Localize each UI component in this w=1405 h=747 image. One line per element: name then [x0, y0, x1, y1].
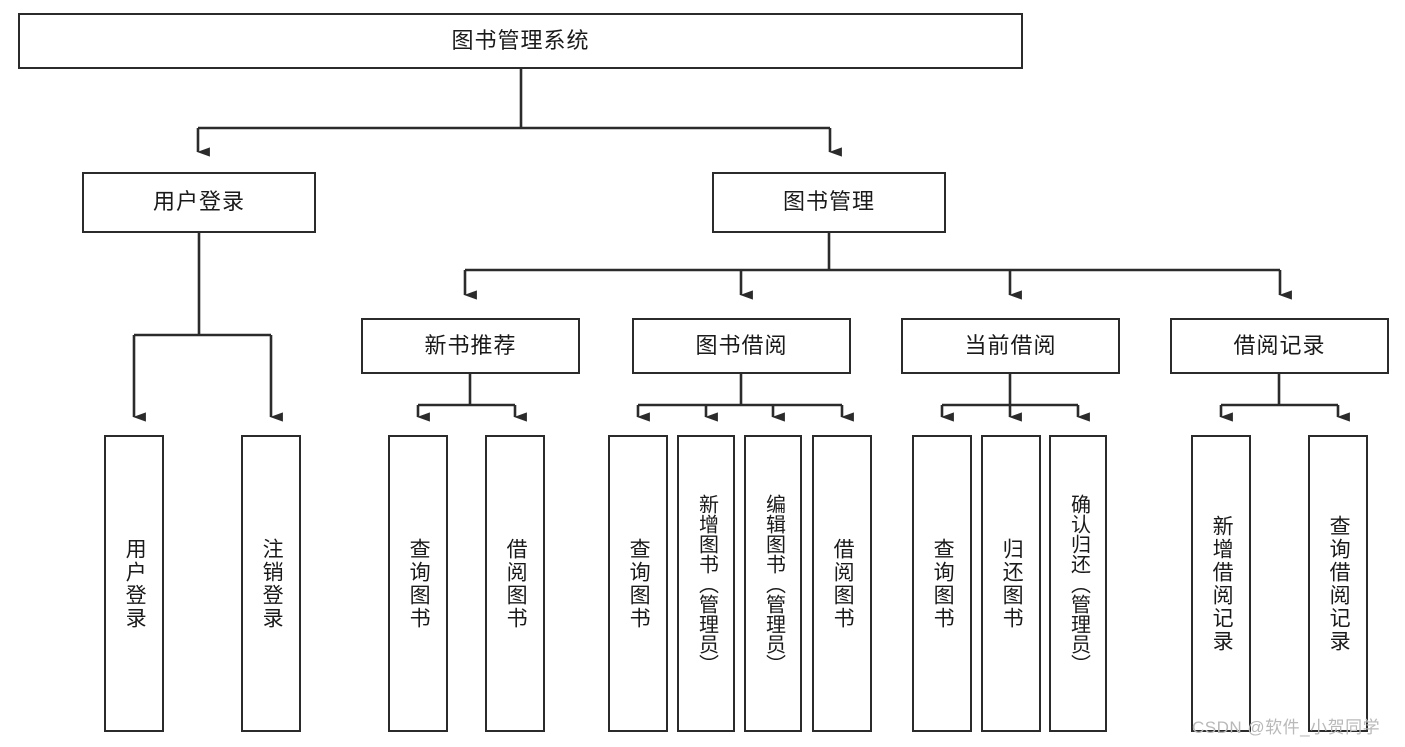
node-label: 注销登录: [260, 537, 284, 630]
node-label: 借阅图书: [504, 537, 528, 630]
node-label: 查询图书: [931, 537, 955, 630]
node-leaf-edit-book-admin[interactable]: 编辑图书（管理员）: [744, 435, 802, 732]
node-leaf-user-logout[interactable]: 注销登录: [241, 435, 301, 732]
node-leaf-add-borrow-record[interactable]: 新增借阅记录: [1191, 435, 1251, 732]
node-leaf-query-borrow-record[interactable]: 查询借阅记录: [1308, 435, 1368, 732]
node-label: 当前借阅: [964, 332, 1057, 358]
node-label: 图书管理: [782, 189, 875, 215]
node-label: 借阅记录: [1233, 332, 1326, 358]
node-borrow-record[interactable]: 借阅记录: [1170, 318, 1389, 374]
node-label: 查询图书: [407, 537, 431, 630]
node-leaf-add-book-admin[interactable]: 新增图书（管理员）: [677, 435, 735, 732]
node-label: 确认归还（管理员）: [1067, 493, 1090, 674]
node-new-book-recommend[interactable]: 新书推荐: [361, 318, 580, 374]
node-leaf-user-login[interactable]: 用户登录: [104, 435, 164, 732]
node-book-management[interactable]: 图书管理: [712, 172, 946, 233]
node-label: 归还图书: [1000, 537, 1024, 630]
node-user-login[interactable]: 用户登录: [82, 172, 316, 233]
node-label: 新增图书（管理员）: [695, 493, 718, 674]
node-label: 图书管理系统: [451, 27, 590, 53]
node-leaf-confirm-return-admin[interactable]: 确认归还（管理员）: [1049, 435, 1107, 732]
node-label: 新增借阅记录: [1210, 514, 1234, 653]
node-label: 借阅图书: [831, 537, 855, 630]
node-book-borrow[interactable]: 图书借阅: [632, 318, 851, 374]
node-label: 编辑图书（管理员）: [762, 493, 785, 674]
node-leaf-query-book-borrow[interactable]: 查询图书: [608, 435, 668, 732]
node-label: 查询借阅记录: [1327, 514, 1351, 653]
node-label: 用户登录: [152, 189, 245, 215]
csdn-watermark: CSDN @软件_小贺同学: [1192, 718, 1381, 737]
node-current-borrow[interactable]: 当前借阅: [901, 318, 1120, 374]
node-leaf-query-book-current[interactable]: 查询图书: [912, 435, 972, 732]
node-leaf-borrow-book-recommend[interactable]: 借阅图书: [485, 435, 545, 732]
node-label: 用户登录: [123, 537, 147, 630]
node-label: 图书借阅: [695, 332, 788, 358]
node-label: 查询图书: [627, 537, 651, 630]
node-leaf-return-book[interactable]: 归还图书: [981, 435, 1041, 732]
node-label: 新书推荐: [424, 332, 517, 358]
node-leaf-borrow-book[interactable]: 借阅图书: [812, 435, 872, 732]
node-leaf-query-book-recommend[interactable]: 查询图书: [388, 435, 448, 732]
node-root-book-management-system[interactable]: 图书管理系统: [18, 13, 1023, 69]
